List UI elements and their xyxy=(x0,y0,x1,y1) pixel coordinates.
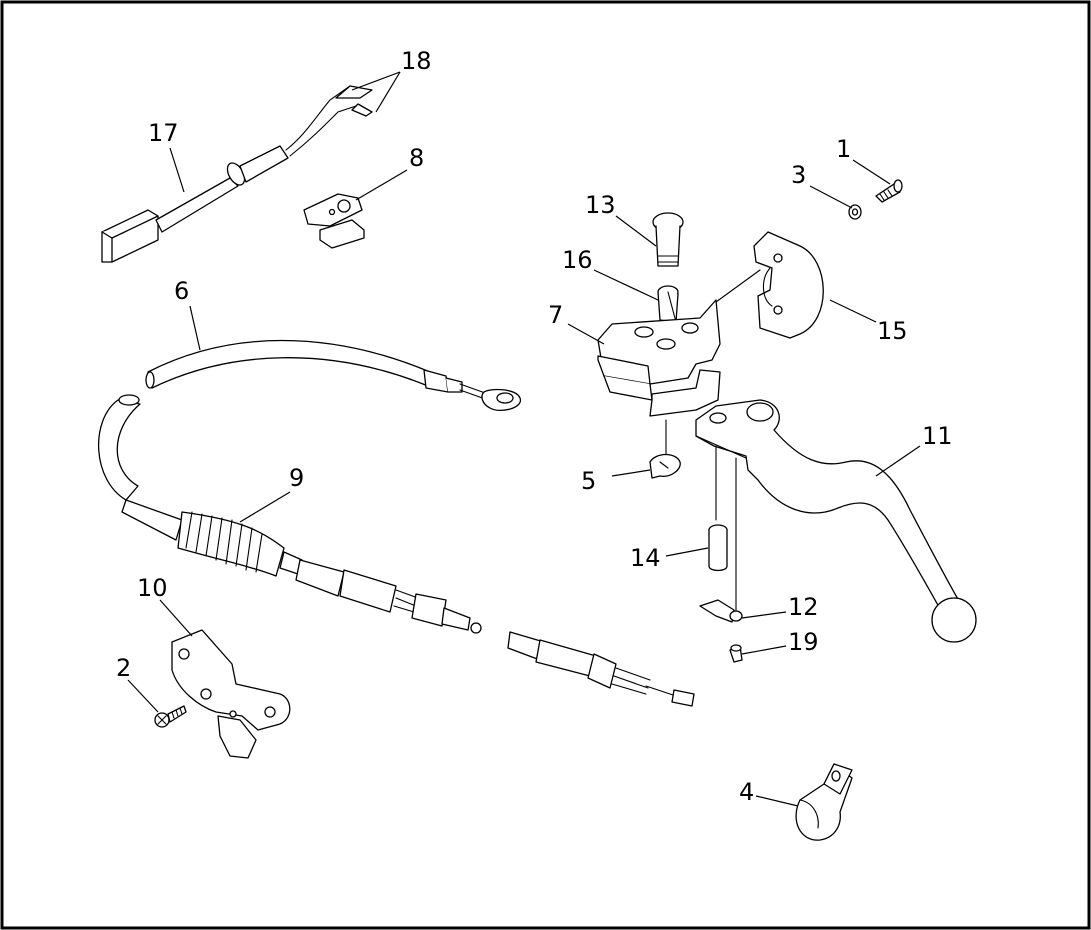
callout-8: 8 xyxy=(409,144,424,172)
part-19-screw xyxy=(729,644,743,663)
callout-10: 10 xyxy=(137,574,168,602)
callout-14: 14 xyxy=(630,544,661,572)
callout-18: 18 xyxy=(401,47,432,75)
callout-5: 5 xyxy=(581,467,596,495)
part-9-clutch-cable xyxy=(98,394,695,707)
leader-lines xyxy=(127,71,921,807)
part-11-clutch-lever xyxy=(695,399,977,643)
part-5-retaining-clip xyxy=(649,419,681,479)
callout-labels: 1 2 3 4 5 6 7 8 9 10 11 12 13 14 15 16 1… xyxy=(116,47,953,806)
callout-9: 9 xyxy=(289,464,304,492)
part-10-bracket xyxy=(171,629,291,759)
callout-11: 11 xyxy=(922,422,953,450)
part-15-clamp xyxy=(753,231,824,339)
part-12-tab-nut xyxy=(699,599,743,623)
part-14-roller xyxy=(708,524,728,572)
callout-12: 12 xyxy=(788,593,819,621)
callout-6: 6 xyxy=(174,277,189,305)
part-8-clip xyxy=(303,193,365,249)
part-18-terminals xyxy=(335,85,373,117)
part-2-screw xyxy=(154,705,187,728)
part-4-cable-clamp xyxy=(795,763,853,841)
part-6-cable xyxy=(145,339,521,412)
callout-3: 3 xyxy=(791,161,806,189)
callout-2: 2 xyxy=(116,654,131,682)
part-16-pin xyxy=(657,285,679,323)
part-13-pivot-pin xyxy=(652,212,684,267)
part-7-lever-bracket xyxy=(597,269,761,417)
part-17-wire-harness xyxy=(101,85,357,263)
callout-1: 1 xyxy=(836,135,851,163)
callout-4: 4 xyxy=(739,778,754,806)
callout-13: 13 xyxy=(585,191,616,219)
callout-15: 15 xyxy=(877,317,908,345)
callout-19: 19 xyxy=(788,628,819,656)
callout-16: 16 xyxy=(562,246,593,274)
part-1-screw xyxy=(875,179,903,203)
callout-17: 17 xyxy=(148,119,179,147)
part-3-washer xyxy=(848,204,862,220)
callout-7: 7 xyxy=(548,301,563,329)
